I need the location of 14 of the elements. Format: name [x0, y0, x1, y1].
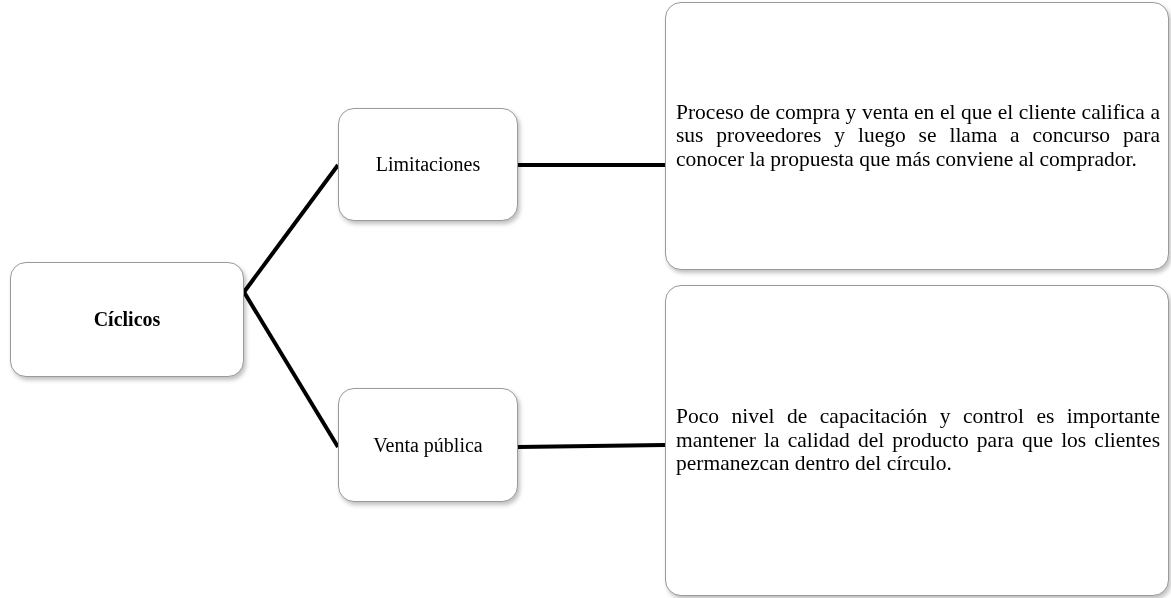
description-text: Poco nivel de capacitación y control es importante mantener la calidad del producto para que los clientes permanezcan dentro del círculo.: [676, 405, 1160, 476]
connector-line: [242, 163, 340, 294]
connector-line: [242, 290, 340, 449]
connector-line: [518, 163, 665, 167]
description-box: [665, 2, 1169, 270]
connector-line: [517, 443, 666, 449]
node-label: Venta pública: [373, 433, 483, 457]
root-label: Cíclicos: [93, 308, 161, 331]
description-box: [665, 285, 1169, 596]
node-label: Limitaciones: [375, 153, 481, 176]
description-text: Proceso de compra y venta en el que el cliente califica a sus proveedores y luego se llama a concurso para conocer la propuesta que más conviene al comprador.: [676, 100, 1160, 172]
process-box: [338, 108, 518, 221]
process-box: [10, 262, 244, 377]
process-box: [338, 388, 518, 502]
